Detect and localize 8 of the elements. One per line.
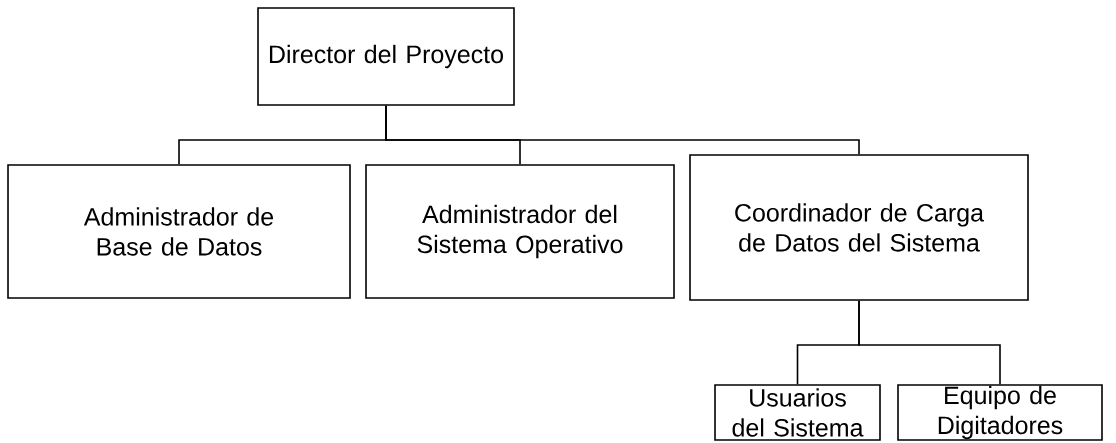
org-box: Coordinador de Carga de Datos del Sistema	[689, 154, 1029, 301]
connector-line	[385, 105, 860, 155]
org-box: Equipo de Digitadores	[897, 384, 1103, 441]
org-box: Usuarios del Sistema	[714, 384, 881, 441]
org-box: Director del Proyecto	[257, 7, 515, 106]
org-box: Administrador del Sistema Operativo	[365, 164, 675, 299]
org-box: Administrador de Base de Datos	[7, 164, 351, 299]
connector-line	[858, 299, 1001, 385]
